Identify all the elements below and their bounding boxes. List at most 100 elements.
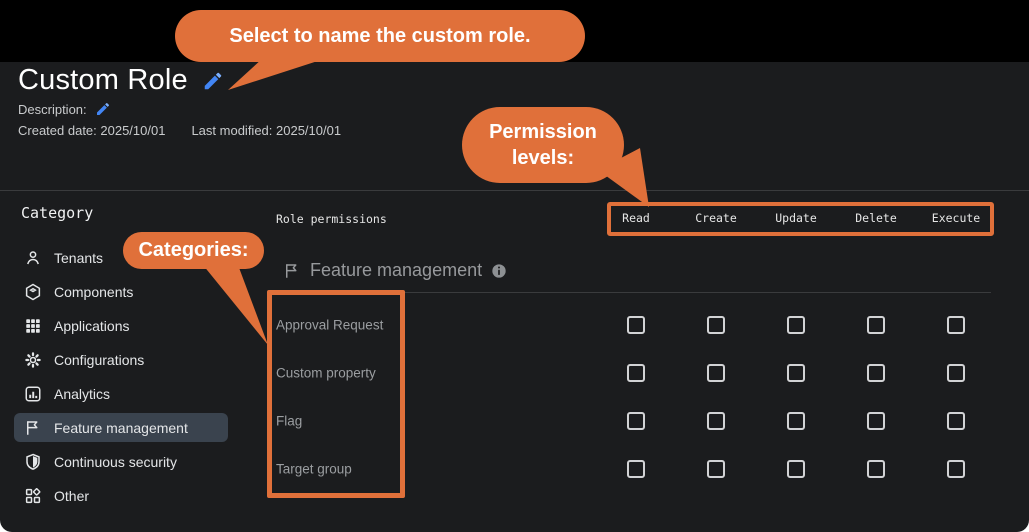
callout-categories: Categories: — [123, 232, 264, 269]
checkbox-cell — [676, 397, 756, 445]
permission-rows: Approval Request Custom property Flag Ta… — [276, 301, 996, 493]
permission-checkbox[interactable] — [787, 460, 805, 478]
sidebar-item-analytics[interactable]: Analytics — [14, 379, 228, 408]
grid-icon — [26, 318, 40, 333]
checkbox-cell — [596, 349, 676, 397]
column-header-read: Read — [622, 211, 650, 225]
checkbox-cell — [596, 301, 676, 349]
sidebar-item-label: Configurations — [54, 351, 145, 368]
permission-checkbox[interactable] — [707, 316, 725, 334]
checkbox-cell — [756, 301, 836, 349]
callout-name-role: Select to name the custom role. — [175, 10, 585, 62]
checkbox-cell — [836, 397, 916, 445]
package-icon — [25, 283, 41, 300]
info-icon[interactable] — [491, 263, 507, 279]
checkbox-cell — [916, 301, 996, 349]
permission-checkbox[interactable] — [707, 412, 725, 430]
sidebar-item-label: Analytics — [54, 385, 111, 402]
checkbox-cell — [596, 445, 676, 493]
created-date: Created date: 2025/10/01 — [18, 123, 166, 138]
permission-checkbox[interactable] — [867, 364, 885, 382]
permission-checkbox[interactable] — [787, 316, 805, 334]
sidebar-item-applications[interactable]: Applications — [14, 311, 228, 340]
permission-checkbox[interactable] — [867, 460, 885, 478]
checkbox-cell — [596, 397, 676, 445]
category-column-header: Category — [21, 204, 94, 222]
checkbox-cell — [916, 397, 996, 445]
sidebar-item-label: Applications — [54, 317, 130, 334]
section-divider — [283, 292, 991, 293]
last-modified-date: Last modified: 2025/10/01 — [191, 123, 342, 138]
flag-icon — [27, 420, 38, 435]
checkbox-group — [596, 301, 996, 349]
section-title: Feature management — [310, 260, 483, 280]
callout-line: levels: — [511, 147, 575, 169]
checkbox-cell — [756, 445, 836, 493]
row-label: Custom property — [276, 365, 376, 381]
checkbox-cell — [676, 445, 756, 493]
sidebar-item-label: Feature management — [54, 419, 188, 436]
callout-line: Permission — [489, 120, 597, 143]
checkbox-cell — [756, 397, 836, 445]
sidebar-item-feature-management[interactable]: Feature management — [14, 413, 228, 442]
sidebar-item-label: Other — [54, 487, 90, 504]
shapes-icon — [25, 487, 41, 503]
person-icon — [27, 250, 39, 264]
permission-checkbox[interactable] — [947, 316, 965, 334]
sidebar-item-continuous-security[interactable]: Continuous security — [14, 447, 228, 476]
checkbox-group — [596, 349, 996, 397]
permission-checkbox[interactable] — [947, 412, 965, 430]
permission-checkbox[interactable] — [787, 364, 805, 382]
sidebar-item-label: Components — [54, 283, 134, 300]
permission-checkbox[interactable] — [787, 412, 805, 430]
description-label: Description: — [18, 101, 87, 117]
checkbox-group — [596, 397, 996, 445]
checkbox-cell — [916, 349, 996, 397]
permission-checkbox[interactable] — [947, 460, 965, 478]
row-label: Target group — [276, 461, 352, 477]
sidebar-item-configurations[interactable]: Configurations — [14, 345, 228, 374]
feature-management-section-header: Feature management — [283, 260, 507, 281]
permission-row-flag: Flag — [276, 397, 996, 445]
checkbox-cell — [836, 301, 916, 349]
permission-checkbox[interactable] — [867, 316, 885, 334]
permission-row-custom-property: Custom property — [276, 349, 996, 397]
gear-icon — [25, 351, 41, 368]
checkbox-cell — [676, 349, 756, 397]
permission-checkbox[interactable] — [627, 460, 645, 478]
permission-column-headers: Read Create Update Delete Execute — [596, 211, 996, 225]
sidebar-item-label: Tenants — [54, 249, 104, 266]
permission-checkbox[interactable] — [707, 460, 725, 478]
column-header-execute: Execute — [931, 211, 981, 225]
column-header-create: Create — [695, 211, 737, 225]
annotation-highlight-permission-levels — [607, 202, 994, 236]
sidebar-item-label: Continuous security — [54, 453, 177, 470]
row-label: Approval Request — [276, 317, 384, 333]
row-label: Flag — [276, 413, 303, 429]
permission-checkbox[interactable] — [707, 364, 725, 382]
flag-icon — [286, 263, 297, 278]
edit-description-pencil-icon[interactable] — [95, 101, 111, 117]
checkbox-cell — [916, 445, 996, 493]
role-permissions-label: Role permissions — [276, 212, 387, 226]
checkbox-cell — [836, 349, 916, 397]
permission-checkbox[interactable] — [627, 412, 645, 430]
sidebar-item-other[interactable]: Other — [14, 481, 228, 510]
annotation-highlight-categories — [267, 290, 405, 498]
permission-row-target-group: Target group — [276, 445, 996, 493]
column-header-delete: Delete — [855, 211, 897, 225]
permission-checkbox[interactable] — [867, 412, 885, 430]
bar-chart-icon — [25, 386, 41, 401]
checkbox-cell — [836, 445, 916, 493]
permission-checkbox[interactable] — [627, 364, 645, 382]
checkbox-cell — [676, 301, 756, 349]
permission-checkbox[interactable] — [947, 364, 965, 382]
edit-title-pencil-icon[interactable] — [202, 70, 224, 92]
permission-checkbox[interactable] — [627, 316, 645, 334]
sidebar-item-tenants[interactable]: Tenants — [14, 243, 228, 272]
category-sidebar: Tenants Components Applications — [14, 243, 228, 510]
callout-permission-levels: Permission levels: — [462, 107, 624, 183]
checkbox-group — [596, 445, 996, 493]
sidebar-item-components[interactable]: Components — [14, 277, 228, 306]
